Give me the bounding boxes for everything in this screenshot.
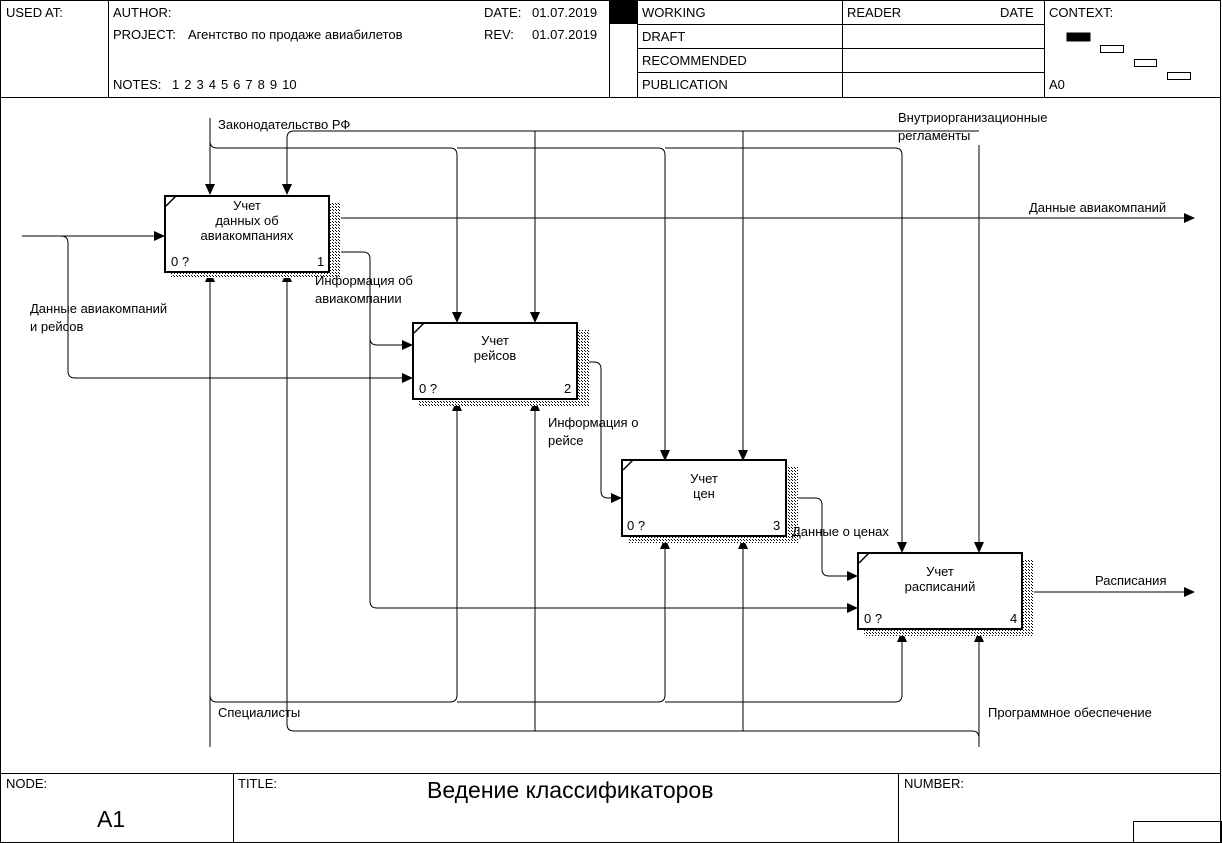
note-number[interactable]: 1 (172, 77, 180, 92)
activity-box-1[interactable] (164, 195, 341, 278)
context-label: CONTEXT: (1049, 5, 1114, 20)
label-airline-flights-input[interactable]: Данные авиакомпаний и рейсов (30, 301, 168, 334)
project-value: Агентство по продаже авиабилетов (188, 27, 403, 42)
note-number[interactable]: 9 (269, 77, 278, 92)
label-schedules[interactable]: Расписания (1095, 573, 1167, 588)
status-working[interactable]: WORKING (642, 5, 706, 20)
note-number[interactable]: 2 (184, 77, 192, 92)
note-number[interactable]: 5 (220, 77, 229, 92)
context-node: A0 (1049, 77, 1065, 92)
status-recommended[interactable]: RECOMMENDED (642, 53, 747, 68)
working-status-marker (610, 1, 637, 24)
rev-label: REV: (484, 27, 514, 42)
label-airline-data-output[interactable]: Данные авиакомпаний (1029, 200, 1167, 215)
label-airline-info[interactable]: Информация об авиакомпании (315, 273, 413, 306)
used-at-label: USED AT: (6, 5, 63, 20)
reader-label: READER (847, 5, 902, 20)
note-number[interactable]: 4 (208, 77, 216, 92)
label-software[interactable]: Программное обеспечение (988, 705, 1152, 720)
arrow-price-data (787, 497, 850, 577)
status-draft[interactable]: DRAFT (642, 29, 686, 44)
activity-1-name: Учет данных об авиакомпаниях (200, 198, 294, 243)
arrow-heads (154, 184, 1195, 642)
activity-2-cost: 0 ? (419, 381, 438, 396)
date-label: DATE: (484, 5, 522, 20)
activity-3-cost: 0 ? (627, 518, 646, 533)
date-value: 01.07.2019 (532, 5, 598, 20)
activity-1-cost: 0 ? (171, 254, 190, 269)
title-label: TITLE: (238, 776, 278, 791)
diagram-title: Ведение классификаторов (427, 777, 714, 803)
activity-3-name: Учет цен (690, 471, 718, 501)
activity-box-3[interactable] (621, 459, 798, 543)
author-label: AUTHOR: (113, 5, 172, 20)
label-price-data[interactable]: Данные о ценах (792, 524, 889, 539)
activity-2-name: Учет рейсов (473, 333, 517, 363)
note-number[interactable]: 8 (257, 77, 265, 92)
rev-value: 01.07.2019 (532, 27, 598, 42)
node-label: NODE: (6, 776, 48, 791)
activity-4-cost: 0 ? (864, 611, 883, 626)
label-flight-info[interactable]: Информация о рейсе (548, 415, 639, 448)
note-number[interactable]: 3 (196, 77, 204, 92)
label-regulations[interactable]: Внутриорганизационные регламенты (898, 110, 1048, 143)
note-number[interactable]: 10 (282, 77, 297, 92)
note-number[interactable]: 6 (233, 77, 241, 92)
activity-1-number: 1 (317, 254, 325, 269)
number-label: NUMBER: (904, 776, 964, 791)
activity-4-name: Учет расписаний (904, 564, 976, 594)
note-number[interactable]: 7 (245, 77, 253, 92)
arrows-layer (22, 118, 1188, 747)
label-specialists[interactable]: Специалисты (218, 705, 301, 720)
reader-date-label: DATE (1000, 5, 1034, 20)
project-label: PROJECT: (113, 27, 176, 42)
notes-label: NOTES: (113, 77, 162, 92)
activity-box-2[interactable] (412, 322, 589, 406)
node-value: A1 (97, 806, 126, 832)
activity-3-number: 3 (773, 518, 781, 533)
activity-4-number: 4 (1010, 611, 1018, 626)
activity-box-4[interactable] (857, 552, 1034, 636)
status-publication[interactable]: PUBLICATION (642, 77, 728, 92)
activity-2-number: 2 (564, 381, 572, 396)
arrow-flight-info (578, 361, 614, 499)
label-legislation[interactable]: Законодательство РФ (218, 117, 351, 132)
arrow-legislation-branch (209, 140, 458, 315)
arrow-airline-info (329, 251, 405, 346)
context-thumbnail (1066, 32, 1191, 80)
